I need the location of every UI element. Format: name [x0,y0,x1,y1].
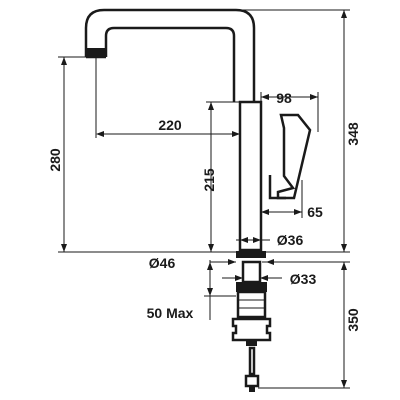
dim-label-50max: 50 Max [147,305,194,321]
spout-outer [84,8,256,102]
dim-label-220: 220 [158,117,182,133]
hose-end [249,386,255,392]
spout-inner [104,26,236,102]
dimension-spout-reach: 220 [95,57,240,138]
dimension-spout-height: 280 [47,56,86,252]
handle-base [268,175,286,200]
dimension-handle-depth: 98 [260,90,319,132]
mount-washer [236,282,267,292]
base-plate [236,251,266,258]
dim-label-d33: Ø33 [290,271,317,287]
dimension-body-diameter: Ø36 [236,232,303,248]
dim-label-215: 215 [201,168,217,192]
hose-connector [248,346,256,376]
dimension-body-height: 215 [201,101,240,252]
dimension-handle-offset: 65 [261,180,323,220]
dim-label-348: 348 [345,122,361,146]
dimension-total-height: 348 [236,9,361,252]
spout-tip [85,48,107,56]
dimension-base-diameter: Ø46 [149,255,290,271]
dim-label-d36: Ø36 [277,232,304,248]
dimension-deck-thickness: 50 Max [147,260,236,321]
lower-fitting [231,317,272,342]
dim-label-65: 65 [307,204,323,220]
faucet-body [238,100,263,252]
fitting-stem [246,340,257,346]
dim-label-350: 350 [345,308,361,332]
dimension-hole-diameter: Ø33 [222,271,316,287]
mount-nut [236,290,267,319]
dim-label-98: 98 [276,90,292,106]
handle-lever [276,113,312,200]
dim-label-d46: Ø46 [149,255,176,271]
shank [241,260,262,284]
dim-label-280: 280 [47,148,63,172]
dimension-hose-length: 350 [258,261,361,389]
faucet-outline [84,8,312,392]
hose-nut [244,374,260,388]
